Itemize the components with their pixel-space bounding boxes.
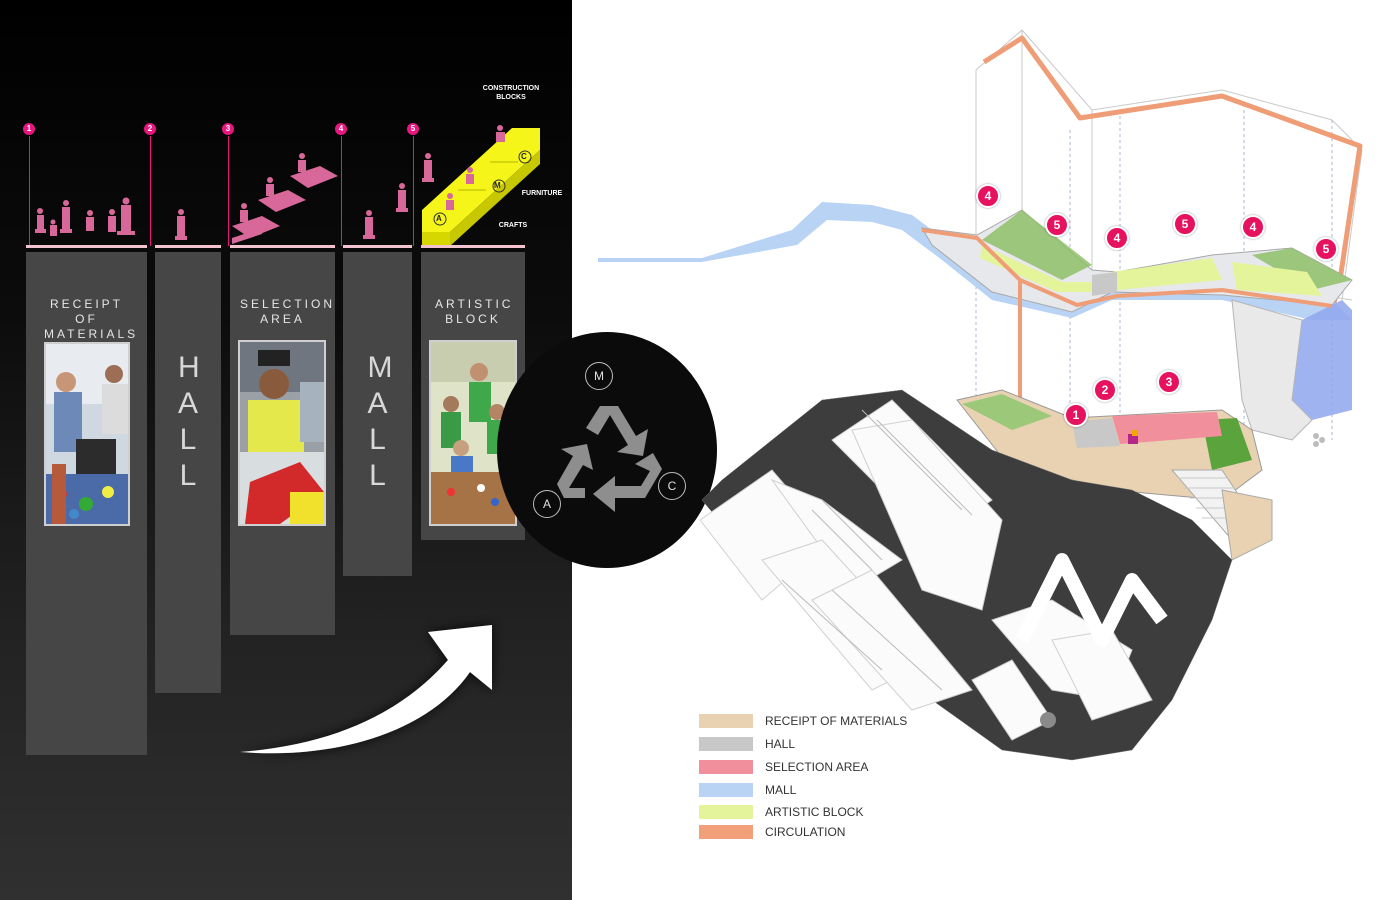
step-marker-5: 5 [407, 123, 419, 135]
shelf-1 [26, 245, 147, 248]
upper-green-zone-2 [1252, 248, 1352, 290]
legend-swatch-hall [699, 737, 753, 751]
artistic-block-staircase-icon [422, 125, 540, 246]
column-label-hall: HALL [155, 350, 221, 494]
building-masses [699, 399, 1153, 741]
legend-swatch-circulation [699, 825, 753, 839]
workers-receiving-icon [35, 197, 135, 236]
plan-pin-4c: 4 [1241, 215, 1265, 239]
column-label-artistic: ARTISTIC BLOCK [435, 297, 514, 326]
shoppers-mall-icon [363, 153, 434, 239]
upper-artistic-zone-2 [1112, 258, 1222, 290]
shelf-5 [421, 245, 525, 248]
legend-label-hall: HALL [765, 737, 796, 751]
block-letter-a: A [436, 214, 442, 223]
construction-blocks-label: CONSTRUCTION BLOCKS [482, 85, 540, 101]
step-marker-3: 3 [222, 123, 234, 135]
flow-arrow-icon [240, 625, 492, 754]
block-letter-c: C [521, 152, 527, 161]
plan-pin-4b: 4 [1105, 226, 1129, 250]
legend-label-circulation: CIRCULATION [765, 825, 846, 839]
white-zigzag [1015, 553, 1168, 647]
step-marker-1: 1 [23, 123, 35, 135]
building-steps [781, 409, 973, 691]
cycle-letter-a: A [533, 490, 561, 518]
recycle-icon [557, 406, 662, 512]
marker-line-4 [341, 136, 342, 246]
legend-swatch-receipt [699, 714, 753, 728]
block-letter-m: M [494, 181, 501, 190]
lower-green-zone-1 [962, 394, 1052, 430]
column-label-mall: MALL [343, 350, 412, 494]
upper-artistic-zone-3 [1232, 262, 1322, 296]
hall-letters: HALL [178, 351, 200, 492]
right-tower-mall [1292, 300, 1352, 420]
column-mall: MALL [343, 252, 412, 576]
column-hall: HALL [155, 252, 221, 693]
lower-ramp [1221, 489, 1273, 561]
column-label-receipt: RECEIPT OF MATERIALS [44, 297, 139, 341]
step-marker-4: 4 [335, 123, 347, 135]
legend-swatch-artistic [699, 805, 753, 819]
legend-swatch-mall [699, 783, 753, 797]
plan-pin-5a: 5 [1045, 213, 1069, 237]
people-figures-icon [35, 153, 434, 244]
column-label-selection: SELECTION AREA [240, 297, 336, 326]
tower-detail-icon [1313, 433, 1325, 447]
plan-pin-4a: 4 [976, 184, 1000, 208]
axonometric-plan [598, 29, 1363, 761]
visitor-hall-icon [175, 209, 187, 240]
children-sorting-photo [46, 344, 128, 524]
sorting-desks-icon [232, 153, 338, 244]
step-marker-2: 2 [144, 123, 156, 135]
lower-selection-zone [1112, 412, 1222, 444]
photo-selection-area [238, 340, 326, 526]
lower-hall-zone [1072, 418, 1120, 448]
legend-label-mall: MALL [765, 783, 797, 797]
recycling-cycle-disc: M C A [497, 332, 717, 568]
right-tower-shell [1231, 299, 1313, 441]
legend-label-receipt: RECEIPT OF MATERIALS [765, 714, 908, 728]
marker-line-3 [228, 136, 229, 246]
process-panel: 1 2 3 4 5 [0, 0, 572, 900]
column-selection-area: SELECTION AREA [230, 252, 335, 635]
cycle-letter-c: C [658, 472, 686, 500]
legend-swatch-selection [699, 760, 753, 774]
woman-sorting-photo [240, 342, 324, 524]
shelf-4 [343, 245, 412, 248]
plan-pin-5b: 5 [1173, 212, 1197, 236]
plan-pin-1: 1 [1064, 403, 1088, 427]
marker-line-5 [413, 136, 414, 246]
furniture-label: FURNITURE [521, 190, 563, 197]
crafts-label: CRAFTS [498, 222, 528, 229]
column-receipt-of-materials: RECEIPT OF MATERIALS [26, 252, 147, 755]
cycle-letter-m: M [585, 362, 613, 390]
legend-label-selection: SELECTION AREA [765, 760, 869, 774]
marker-line-1 [29, 136, 30, 246]
plan-pin-2: 2 [1093, 378, 1117, 402]
legend-label-artistic: ARTISTIC BLOCK [765, 805, 864, 819]
plan-pin-5c: 5 [1314, 237, 1338, 261]
plan-pin-3: 3 [1157, 370, 1181, 394]
lower-selection-mark [1128, 434, 1138, 444]
marker-line-2 [150, 136, 151, 246]
upper-hall-zone [1092, 272, 1117, 296]
upper-circulation-edge [921, 228, 1333, 308]
photo-receipt-materials [44, 342, 130, 526]
shelf-2 [155, 245, 221, 248]
shelf-3 [230, 245, 335, 248]
tree-icon [1040, 712, 1056, 728]
lower-selection-mark-2 [1132, 430, 1138, 436]
upper-green-zone-1 [982, 210, 1092, 280]
